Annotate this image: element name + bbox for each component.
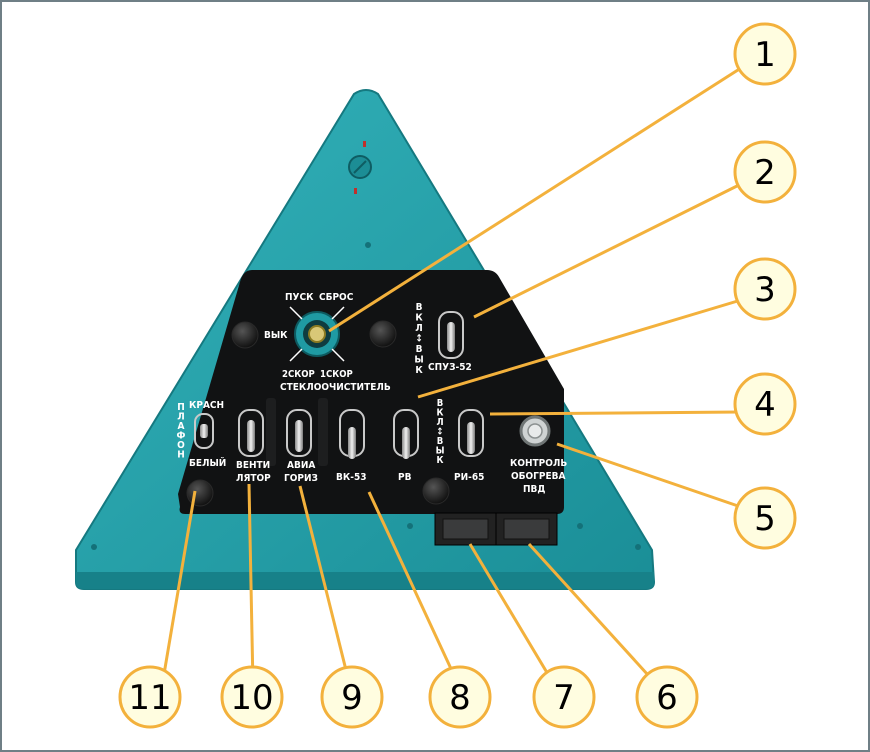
spuzVkl-letter: Ы bbox=[414, 355, 423, 366]
rv-toggle-switch[interactable] bbox=[402, 427, 410, 459]
leader-lines bbox=[160, 66, 742, 688]
callout-6-label: 6 bbox=[656, 678, 678, 718]
ri65-toggle-switch[interactable] bbox=[467, 422, 475, 454]
callout-10: 10 bbox=[220, 665, 284, 729]
callout-9: 9 bbox=[320, 665, 384, 729]
aviagoriz-label-1: АВИА bbox=[287, 460, 315, 471]
ventilyator-label-2: ЛЯТОР bbox=[236, 473, 271, 484]
panel-screw-knob-left bbox=[231, 321, 259, 349]
callout-4: 4 bbox=[733, 372, 797, 436]
swVkl-letter: Ы bbox=[436, 446, 445, 457]
aviagoriz-label-2: ГОРИЗ bbox=[284, 473, 318, 484]
callout-4-label: 4 bbox=[754, 385, 776, 425]
callout-5-label: 5 bbox=[754, 499, 776, 539]
vk53-toggle-switch[interactable] bbox=[348, 427, 356, 459]
plafon-label-krasn: КРАСН bbox=[189, 400, 224, 411]
switches-vkl-vyk-label: ВКЛ↕ВЫК bbox=[436, 398, 445, 466]
wiper-label-pusk: ПУСК bbox=[285, 292, 314, 303]
callout-10-label: 10 bbox=[230, 678, 273, 718]
plafon-label-bely: БЕЛЫЙ bbox=[189, 456, 226, 469]
circuit-breaker-left[interactable] bbox=[442, 518, 489, 540]
callout-3-label: 3 bbox=[754, 270, 776, 310]
plafonVert-letter: Н bbox=[177, 450, 185, 461]
pvd-label-1: КОНТРОЛЬ bbox=[510, 458, 567, 469]
callout-2-label: 2 bbox=[754, 153, 776, 193]
spuzVkl-letter: К bbox=[415, 365, 423, 376]
pvd-heating-control-group: КОНТРОЛЬ ОБОГРЕВА ПВД bbox=[510, 415, 567, 495]
wiper-label-sbros: СБРОС bbox=[319, 292, 354, 303]
callout-11: 11 bbox=[118, 665, 182, 729]
panel-screw-knob-bottom bbox=[422, 477, 450, 505]
panel-screw-knob-right bbox=[369, 320, 397, 348]
circuit-breakers bbox=[434, 512, 558, 546]
callout-6: 6 bbox=[635, 665, 699, 729]
ventilyator-label-1: ВЕНТИ bbox=[236, 460, 270, 471]
swVkl-letter: В bbox=[437, 398, 444, 409]
callout-1: 1 bbox=[733, 22, 797, 86]
ri65-label: РИ-65 bbox=[454, 472, 484, 483]
callout-11-label: 11 bbox=[128, 678, 171, 718]
wiper-label-vyk: ВЫК bbox=[264, 330, 288, 341]
spuzVkl-letter: Л bbox=[415, 323, 422, 334]
callout-7: 7 bbox=[532, 665, 596, 729]
callout-8: 8 bbox=[428, 665, 492, 729]
plafonVert-letter: А bbox=[178, 421, 185, 432]
swVkl-letter: К bbox=[437, 455, 444, 466]
wiper-label-2skor: 2СКОР bbox=[282, 369, 315, 380]
spuzVkl-letter: К bbox=[415, 313, 423, 324]
plafonVert-letter: О bbox=[177, 440, 185, 451]
circuit-breaker-right[interactable] bbox=[503, 518, 550, 540]
spuzVkl-letter: В bbox=[416, 302, 423, 313]
wiper-title: СТЕКЛООЧИСТИТЕЛЬ bbox=[280, 382, 391, 393]
callout-8-label: 8 bbox=[449, 678, 471, 718]
spuz-switch-group: ВКЛ↕ВЫК СПУЗ-52 bbox=[414, 302, 471, 376]
ventilyator-toggle-switch[interactable] bbox=[247, 420, 255, 452]
wiper-switch-group: ПУСК СБРОС ВЫК 2СКОР 1СКОР СТЕКЛООЧИСТИТ… bbox=[231, 292, 397, 393]
spuz-toggle-switch[interactable] bbox=[447, 322, 455, 352]
callout-7-label: 7 bbox=[553, 678, 575, 718]
wiper-rotary-switch[interactable] bbox=[308, 325, 326, 343]
callout-1-label: 1 bbox=[754, 35, 776, 75]
plafonVert-letter: Л bbox=[177, 412, 184, 423]
vk53-label: ВК-53 bbox=[336, 472, 366, 483]
rv-label: РВ bbox=[398, 472, 412, 483]
spuz-label: СПУЗ-52 bbox=[428, 362, 472, 373]
spuz-vkl-vyk-label: ВКЛ↕ВЫК bbox=[414, 302, 423, 376]
callout-5: 5 bbox=[733, 486, 797, 550]
pvd-label-3: ПВД bbox=[523, 484, 545, 495]
callout-2: 2 bbox=[733, 140, 797, 204]
swVkl-letter: Л bbox=[436, 417, 443, 428]
spuzVkl-letter: В bbox=[416, 344, 423, 355]
plafon-knob[interactable] bbox=[186, 479, 214, 507]
callout-9-label: 9 bbox=[341, 678, 363, 718]
pvd-label-2: ОБОГРЕВА bbox=[511, 471, 565, 482]
wiper-label-1skor: 1СКОР bbox=[320, 369, 353, 380]
swVkl-letter: ↕ bbox=[436, 427, 443, 438]
swVkl-letter: В bbox=[437, 436, 444, 447]
swVkl-letter: К bbox=[437, 408, 444, 419]
callout-3: 3 bbox=[733, 257, 797, 321]
spuzVkl-letter: ↕ bbox=[415, 334, 423, 345]
plafonVert-letter: П bbox=[177, 402, 185, 413]
aviagoriz-toggle-switch[interactable] bbox=[295, 420, 303, 452]
toggle-switch-row: ВЕНТИ ЛЯТОР АВИА ГОРИЗ ВК-53 РВ ВКЛ↕ВЫК … bbox=[236, 398, 484, 505]
plafon-toggle-switch[interactable] bbox=[200, 424, 208, 438]
plafonVert-letter: Ф bbox=[177, 431, 186, 442]
